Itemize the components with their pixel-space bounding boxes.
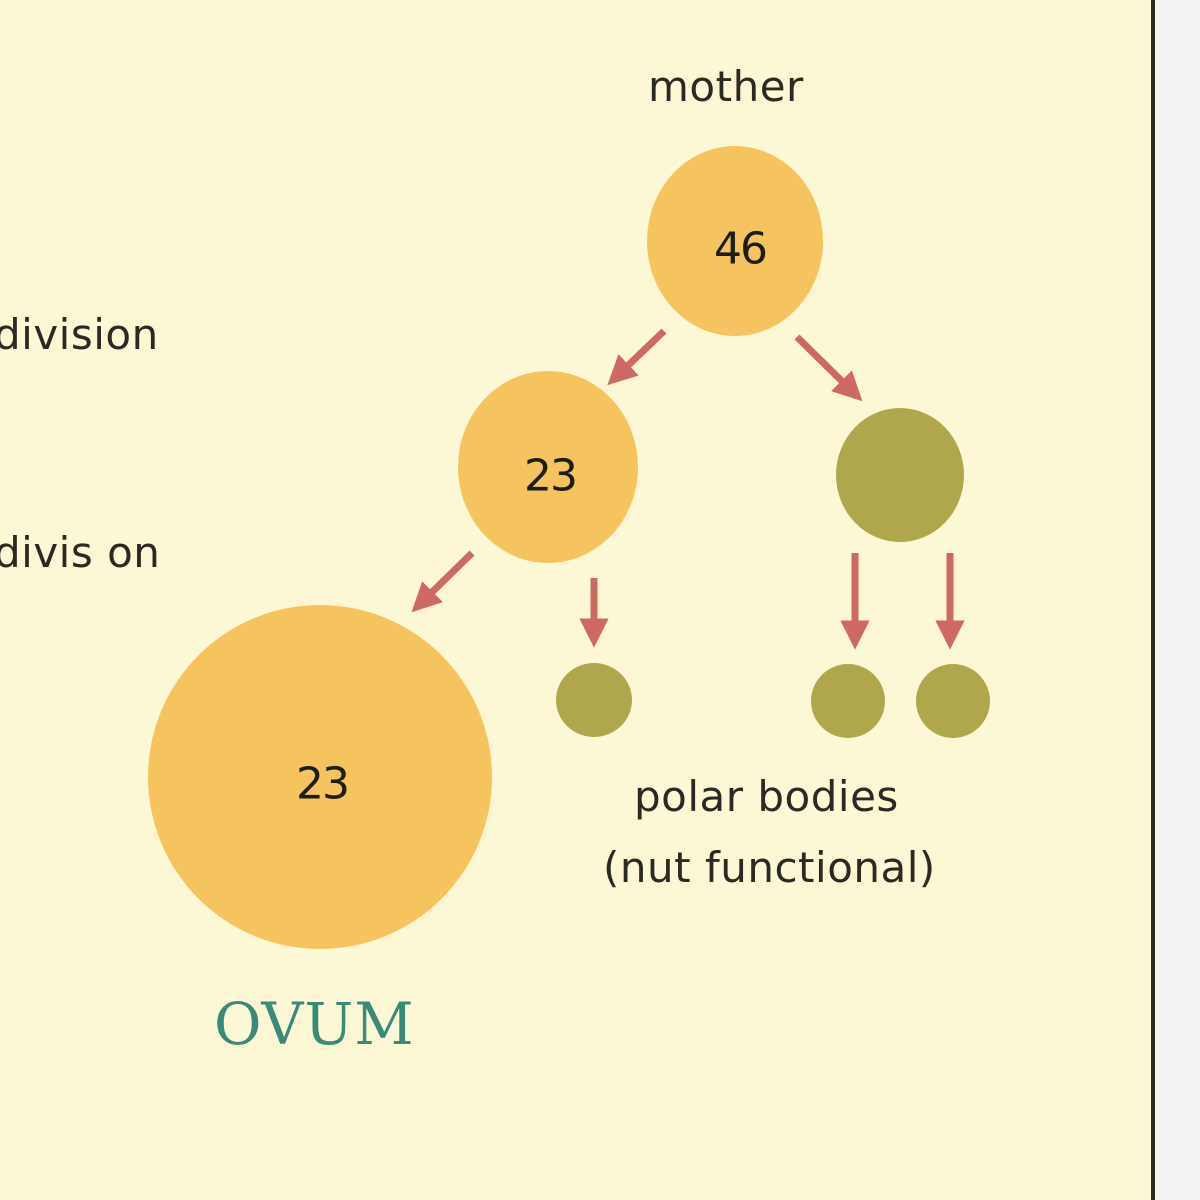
secondary-oocyte-cell	[458, 371, 638, 563]
ovum-chromosome-count: 23	[296, 758, 350, 810]
diagram-page	[0, 0, 1153, 1200]
secondary-oocyte-chromosome-count: 23	[524, 450, 578, 502]
polar-body-1	[556, 663, 632, 737]
polar-bodies-note: (nut functional)	[603, 843, 936, 892]
polar-body-2	[811, 664, 885, 738]
page-border	[1151, 0, 1155, 1200]
mother-label: mother	[648, 62, 804, 111]
first-division-label: division	[0, 310, 159, 359]
polar-body-3	[916, 664, 990, 738]
right-margin	[1155, 0, 1200, 1200]
first-polar-body-cell	[836, 408, 964, 542]
mother-cell	[647, 146, 823, 336]
second-division-label: divis on	[0, 528, 161, 577]
ovum-cell	[148, 605, 492, 949]
mother-chromosome-count: 46	[714, 223, 768, 275]
polar-bodies-label: polar bodies	[634, 772, 899, 821]
arrow-icon	[794, 334, 863, 402]
arrow-icon	[607, 328, 667, 386]
ovum-label: OVUM	[214, 990, 415, 1058]
arrow-icon	[411, 550, 475, 613]
